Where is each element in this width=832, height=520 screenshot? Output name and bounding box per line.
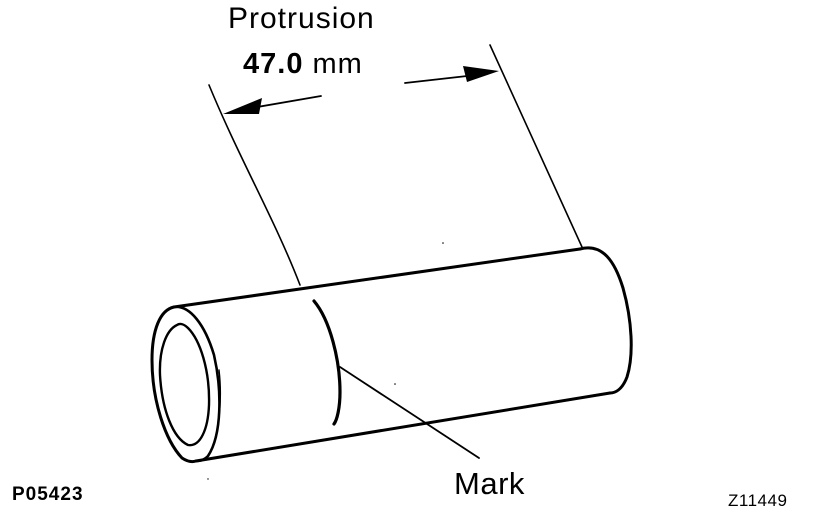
dimension-value: 47.0 [243,48,304,80]
figure-code-right: Z11449 [728,491,788,510]
scan-specks [207,242,444,480]
cylinder-right-end [578,246,633,395]
dimension-unit: mm [312,48,363,80]
dimension-arrowhead-left [223,98,262,114]
dimension-line-right [404,74,477,84]
dimension-label: 47.0 mm [243,48,363,81]
cylinder-inner-rim-shadow [212,369,222,446]
cylinder-bottom-edge [194,391,612,463]
dimension-arrowhead-right [463,66,499,82]
cylinder-top-edge [172,247,582,309]
figure-code-left: P05423 [12,484,84,505]
cylinder-front-outer-rim [150,305,198,464]
protrusion-title: Protrusion [228,2,375,35]
mark-leader-line [339,366,480,459]
cylinder-inner-bore [158,322,211,447]
cylinder-front-rim-edge [172,305,221,463]
mark-label: Mark [454,466,525,501]
mark-line [312,299,342,426]
right-extension-line [489,44,583,248]
left-extension-line [208,84,301,286]
